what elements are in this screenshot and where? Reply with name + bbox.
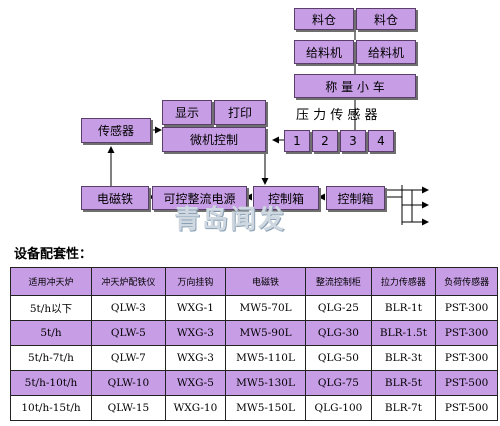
table-cell: QLW-7: [90, 345, 166, 371]
table-cell: QLG-25: [305, 295, 372, 321]
table-cell: QLW-15: [90, 395, 166, 421]
table-header-row: 适用冲天炉 冲天炉配铁仪 万向挂钩 电磁铁 整流控制柜 拉力传感器 负荷传感器: [10, 267, 498, 296]
header-cell: 拉力传感器: [370, 267, 437, 296]
header-cell: 整流控制柜: [305, 267, 372, 296]
electromagnet-box: 电磁铁: [81, 186, 149, 210]
table-cell: MW5-110L: [224, 345, 307, 371]
equipment-table: 适用冲天炉 冲天炉配铁仪 万向挂钩 电磁铁 整流控制柜 拉力传感器 负荷传感器 …: [10, 267, 498, 421]
table-cell: QLW-5: [90, 320, 166, 346]
control-box-2: 控制箱: [326, 186, 385, 210]
table-cell: WXG-3: [164, 320, 226, 346]
table-cell: 5t/h-7t/h: [10, 345, 92, 371]
bin-2-box: 料仓: [356, 8, 416, 30]
table-cell: MW5-70L: [224, 295, 307, 321]
table-cell: 10t/h-15t/h: [10, 395, 92, 421]
table-cell: WXG-1: [164, 295, 226, 321]
table-cell: PST-300: [435, 320, 498, 346]
table-cell: PST-500: [435, 370, 498, 396]
table-cell: QLW-3: [90, 295, 166, 321]
print-box: 打印: [214, 100, 266, 125]
table-cell: BLR-1t: [370, 295, 437, 321]
table-cell: BLR-5t: [370, 370, 437, 396]
microcontrol-box: 微机控制: [162, 127, 266, 152]
sensor-port-1: 1: [284, 130, 310, 152]
table-cell: MW5-90L: [224, 320, 307, 346]
table-cell: PST-300: [435, 295, 498, 321]
sensor-port-3: 3: [340, 130, 366, 152]
sensor-port-4: 4: [368, 130, 394, 152]
header-cell: 电磁铁: [224, 267, 307, 296]
table-cell: MW5-150L: [224, 395, 307, 421]
table-cell: 5t/h以下: [10, 295, 92, 321]
table-cell: 5t/h-10t/h: [10, 370, 92, 396]
watermark: 青岛闻发: [174, 205, 287, 235]
table-cell: WXG-5: [164, 370, 226, 396]
weigh-car-box: 称 量 小 车: [294, 74, 416, 98]
table-cell: BLR-1.5t: [370, 320, 437, 346]
feeder-2-box: 给料机: [356, 40, 416, 64]
table-cell: WXG-3: [164, 345, 226, 371]
feeder-1-box: 给料机: [294, 40, 354, 64]
table-title: 设备配套性：: [14, 247, 93, 262]
sensor-port-2: 2: [312, 130, 338, 152]
table-cell: BLR-3t: [370, 345, 437, 371]
table-cell: 5t/h: [10, 320, 92, 346]
table-cell: QLW-10: [90, 370, 166, 396]
bin-1-box: 料仓: [294, 8, 354, 30]
table-cell: PST-500: [435, 395, 498, 421]
table-cell: WXG-10: [164, 395, 226, 421]
header-cell: 冲天炉配铁仪: [90, 267, 166, 296]
table-cell: MW5-130L: [224, 370, 307, 396]
table-cell: PST-300: [435, 345, 498, 371]
table-cell: QLG-75: [305, 370, 372, 396]
table-cell: QLG-50: [305, 345, 372, 371]
pressure-sensor-label: 压 力 传 感 器: [296, 108, 378, 123]
sensor-box: 传感器: [81, 118, 151, 143]
display-box: 显示: [162, 100, 212, 125]
table-cell: BLR-7t: [370, 395, 437, 421]
header-cell: 万向挂钩: [164, 267, 226, 296]
table-cell: QLG-30: [305, 320, 372, 346]
control-box-1: 控制箱: [253, 186, 319, 210]
table-cell: QLG-100: [305, 395, 372, 421]
power-supply-box: 可控整流电源: [152, 186, 247, 210]
header-cell: 负荷传感器: [435, 267, 498, 296]
header-cell: 适用冲天炉: [10, 267, 92, 296]
